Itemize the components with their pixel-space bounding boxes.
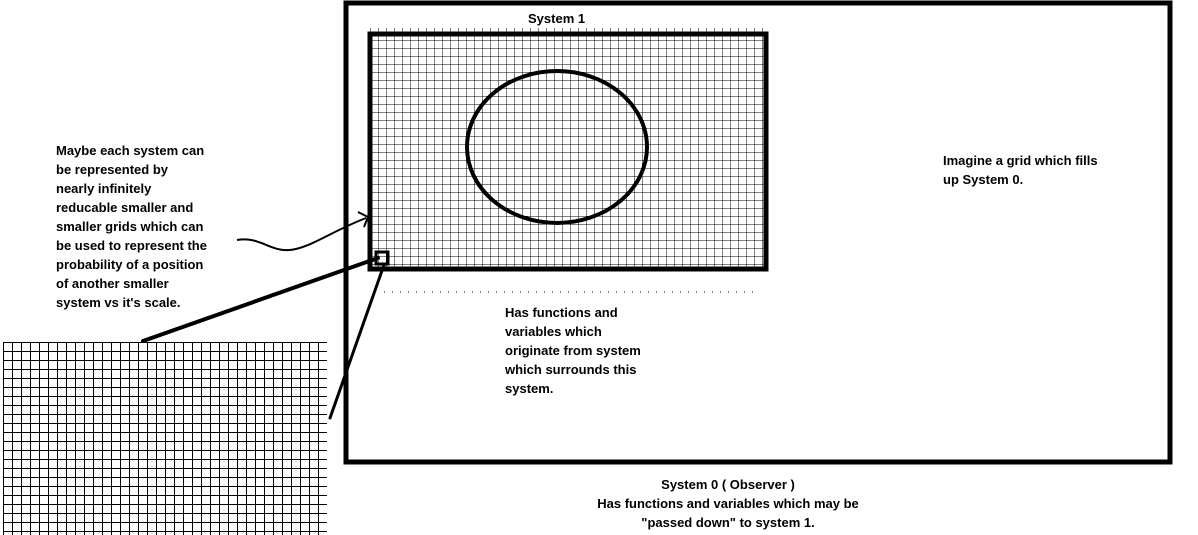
middle-note: Has functions and variables which origin… [505, 305, 641, 396]
left-note: Maybe each system can be represented by … [56, 143, 207, 310]
system-0-title: System 0 ( Observer ) [661, 477, 795, 492]
system-0-box [343, 0, 1173, 465]
inner-system-circle [465, 69, 649, 225]
zoom-line-upper [141, 256, 380, 343]
system-0-note: Has functions and variables which may be… [597, 496, 859, 530]
pointer-arrow [236, 211, 370, 252]
zoom-line-lower [328, 263, 386, 420]
system-1-grid [370, 34, 766, 268]
system-1-label: System 1 [528, 11, 586, 26]
right-note: Imagine a grid which fills up System 0. [943, 153, 1098, 187]
system-1-box [367, 31, 769, 272]
zoomed-grid [3, 342, 327, 535]
system-1-top-ticks [370, 28, 766, 34]
